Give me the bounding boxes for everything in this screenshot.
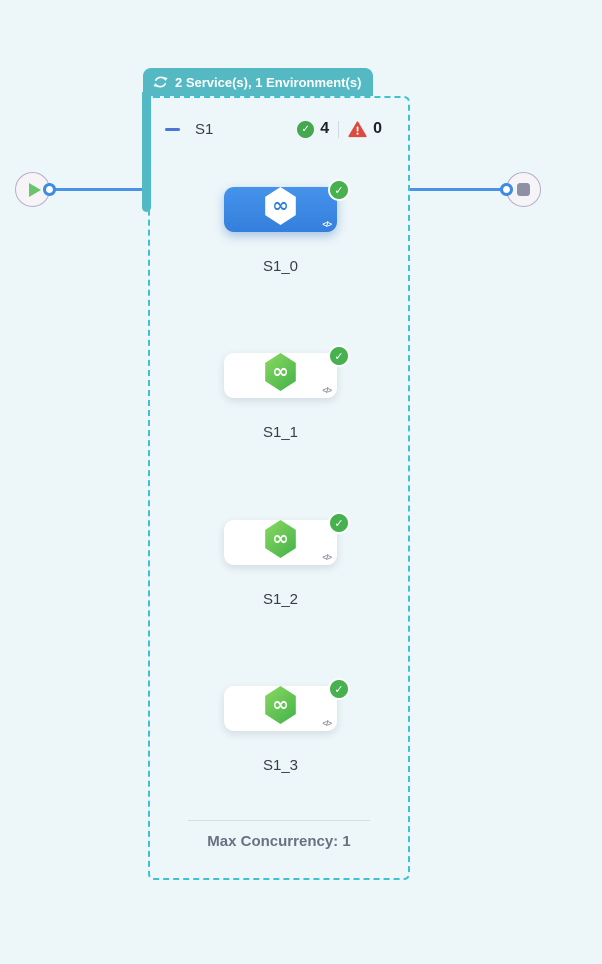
success-badge-icon: ✓ [328, 512, 350, 534]
footer-divider [188, 820, 370, 821]
edge-start-to-stage [49, 188, 144, 191]
service-node: ∞ </> ✓ S1_0 [224, 179, 350, 275]
header-divider [338, 120, 340, 138]
group-highlight-strip [142, 92, 151, 212]
infinity-icon: ∞ [272, 193, 289, 217]
code-icon: </> [322, 220, 332, 229]
success-count-icon: ✓ [297, 120, 315, 138]
collapse-stage-button[interactable] [165, 127, 180, 131]
service-name-label: S1_1 [262, 424, 299, 441]
max-concurrency-label: Max Concurrency: 1 [207, 833, 351, 850]
service-card-s1-1[interactable]: ∞ </> ✓ [224, 345, 350, 398]
service-hexagon-icon: ∞ [265, 520, 296, 558]
success-badge-icon: ✓ [328, 345, 350, 367]
start-node-port [43, 183, 56, 196]
error-count: 0 [373, 120, 382, 137]
end-node-port [500, 183, 513, 196]
service-hexagon-icon: ∞ [265, 187, 296, 225]
play-icon [28, 182, 41, 197]
service-card-s1-2[interactable]: ∞ </> ✓ [224, 512, 350, 565]
service-hexagon-icon: ∞ [265, 353, 296, 391]
stage-header: S1 ✓ 4 0 [165, 120, 382, 138]
service-node: ∞ </> ✓ S1_3 [224, 678, 350, 774]
service-name-label: S1_3 [262, 757, 299, 774]
warning-icon [348, 120, 367, 138]
service-name-label: S1_0 [262, 258, 299, 275]
loop-icon [153, 76, 168, 88]
code-icon: </> [322, 386, 332, 395]
infinity-icon: ∞ [272, 526, 289, 550]
service-node: ∞ </> ✓ S1_1 [224, 345, 350, 441]
stage-group-container: S1 ✓ 4 0 ∞ [148, 96, 410, 880]
service-node: ∞ </> ✓ S1_2 [224, 512, 350, 608]
success-count: 4 [320, 120, 330, 137]
badge-label: 2 Service(s), 1 Environment(s) [175, 74, 362, 90]
services-environments-badge[interactable]: 2 Service(s), 1 Environment(s) [143, 68, 374, 96]
infinity-icon: ∞ [272, 359, 289, 383]
service-name-label: S1_2 [262, 591, 299, 608]
edge-stage-to-end [409, 188, 504, 191]
stop-icon [517, 183, 530, 196]
infinity-icon: ∞ [272, 692, 289, 716]
service-card-s1-0[interactable]: ∞ </> ✓ [224, 179, 350, 232]
success-badge-icon: ✓ [328, 678, 350, 700]
stage-name-label: S1 [195, 120, 214, 138]
success-badge-icon: ✓ [328, 179, 350, 201]
service-card-s1-3[interactable]: ∞ </> ✓ [224, 678, 350, 731]
service-hexagon-icon: ∞ [265, 686, 296, 724]
code-icon: </> [322, 553, 332, 562]
code-icon: </> [322, 719, 332, 728]
